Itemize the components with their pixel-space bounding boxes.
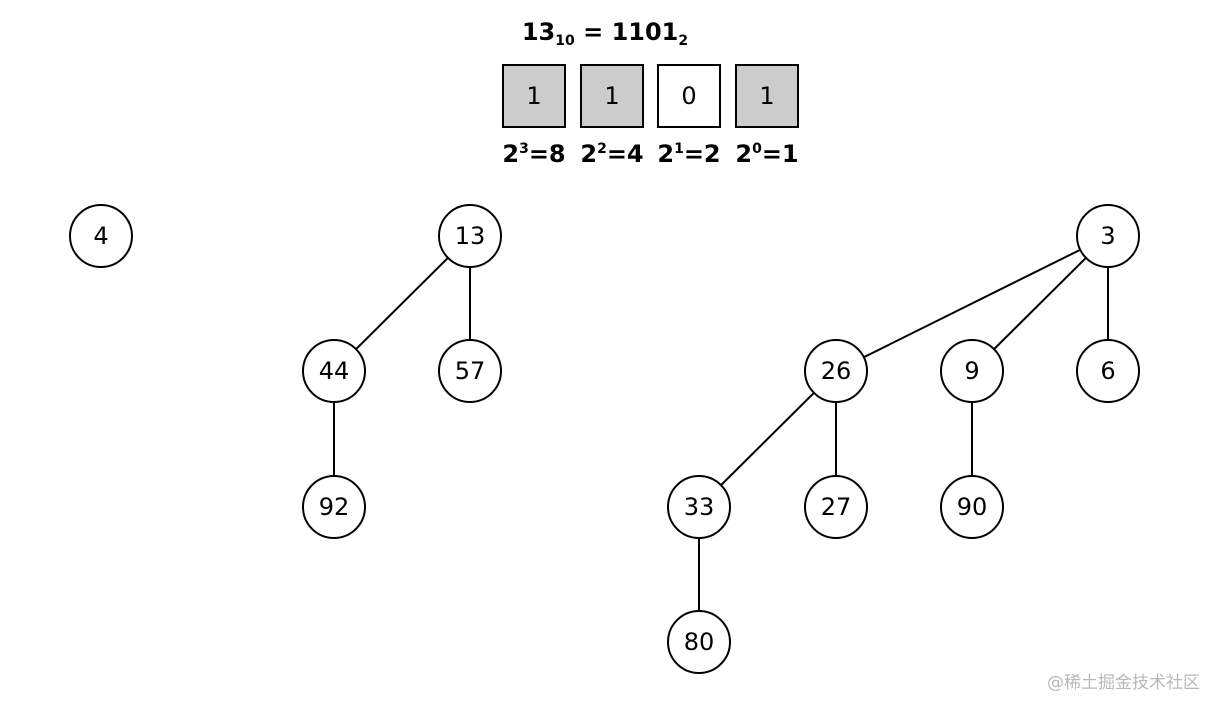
bit-box-3: 1 (502, 64, 566, 128)
weight-result: =2 (683, 140, 721, 168)
node-circle (69, 204, 133, 268)
weight-result: =4 (606, 140, 644, 168)
conversion-title: 1310 = 11012 (0, 18, 1210, 49)
node-label: 4 (93, 222, 108, 250)
weight-exponent: 0 (752, 141, 762, 157)
tree-node-6: 6 (1076, 339, 1140, 403)
tree-node-92: 92 (302, 475, 366, 539)
node-label: 3 (1100, 222, 1115, 250)
node-circle (667, 475, 731, 539)
bit-value: 1 (759, 82, 775, 110)
tree-node-57: 57 (438, 339, 502, 403)
weight-base: 2 (580, 140, 598, 168)
weight-base: 2 (657, 140, 675, 168)
node-label: 33 (684, 493, 715, 521)
weight-base: 2 (502, 140, 520, 168)
node-label: 44 (319, 357, 350, 385)
tree-node-3: 3 (1076, 204, 1140, 268)
node-circle (438, 339, 502, 403)
decimal-base: 10 (555, 33, 575, 49)
node-label: 57 (455, 357, 486, 385)
equals-sign: = (583, 18, 604, 46)
bit-weight-1: 21=2 (644, 140, 734, 168)
binary-base: 2 (678, 33, 689, 49)
bit-box-1: 0 (657, 64, 721, 128)
bit-box-2: 1 (580, 64, 644, 128)
binary-value: 1101 (611, 18, 679, 46)
tree-node-9: 9 (940, 339, 1004, 403)
bit-weight-0: 20=1 (722, 140, 812, 168)
weight-exponent: 3 (519, 141, 529, 157)
edges-layer (333, 235, 1109, 642)
watermark-text: @稀土掘金技术社区 (1047, 673, 1200, 693)
bit-value: 1 (526, 82, 542, 110)
node-label: 92 (319, 493, 350, 521)
node-circle (940, 475, 1004, 539)
weight-result: =1 (761, 140, 799, 168)
bit-weight-3: 23=8 (489, 140, 579, 168)
node-circle (667, 610, 731, 674)
node-label: 90 (957, 493, 988, 521)
tree-node-26: 26 (804, 339, 868, 403)
node-label: 27 (821, 493, 852, 521)
tree-node-90: 90 (940, 475, 1004, 539)
node-circle (302, 339, 366, 403)
nodes-layer: 4 13 44 57 92 3 26 9 6 33 27 90 80 (69, 204, 1140, 674)
node-label: 6 (1100, 357, 1115, 385)
node-circle (438, 204, 502, 268)
decimal-value: 13 (521, 18, 556, 46)
node-label: 9 (964, 357, 979, 385)
weight-result: =8 (528, 140, 566, 168)
node-circle (1076, 204, 1140, 268)
tree-node-4: 4 (69, 204, 133, 268)
node-label: 26 (821, 357, 852, 385)
weight-exponent: 1 (674, 141, 684, 157)
tree-node-33: 33 (667, 475, 731, 539)
tree-node-80: 80 (667, 610, 731, 674)
edge-n26-n33 (698, 370, 837, 508)
edge-n3-n26 (835, 235, 1109, 372)
node-label: 80 (684, 628, 715, 656)
tree-node-13: 13 (438, 204, 502, 268)
weight-base: 2 (735, 140, 753, 168)
node-circle (1076, 339, 1140, 403)
node-circle (302, 475, 366, 539)
bit-value: 0 (681, 82, 697, 110)
bit-box-0: 1 (735, 64, 799, 128)
tree-node-27: 27 (804, 475, 868, 539)
tree-node-44: 44 (302, 339, 366, 403)
bit-value: 1 (604, 82, 620, 110)
node-circle (804, 475, 868, 539)
node-label: 13 (455, 222, 486, 250)
node-circle (804, 339, 868, 403)
bit-weight-2: 22=4 (567, 140, 657, 168)
weight-exponent: 2 (597, 141, 607, 157)
node-circle (940, 339, 1004, 403)
